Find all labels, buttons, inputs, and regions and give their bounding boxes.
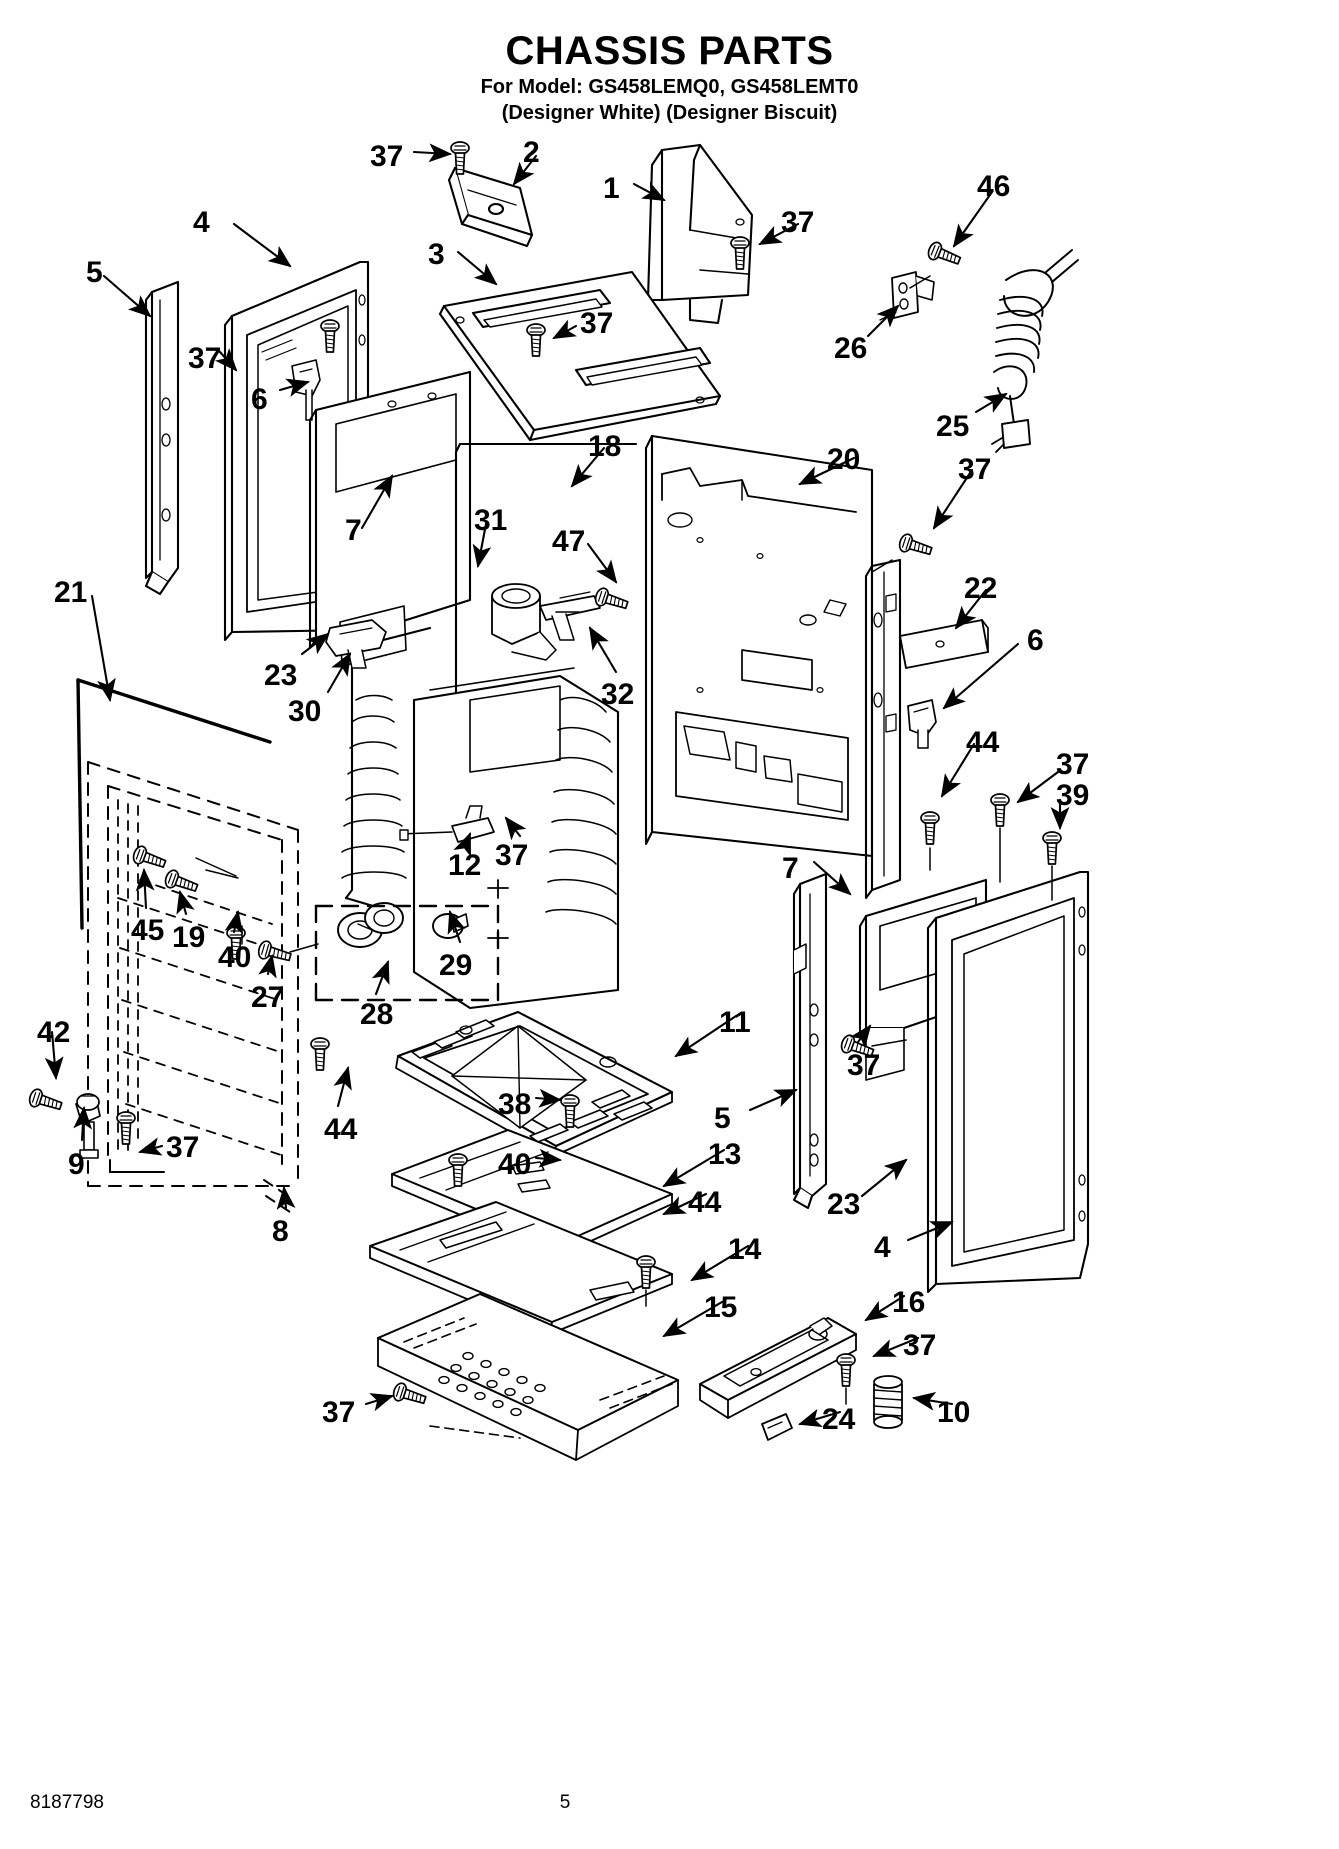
callout-37-6: 37	[1056, 748, 1090, 781]
model-subtitle: For Model: GS458LEMQ0, GS458LEMT0	[480, 76, 859, 98]
callout-29: 29	[439, 949, 473, 982]
callout-37-2: 37	[781, 206, 815, 239]
callout-32: 32	[601, 678, 635, 711]
callout-28: 28	[360, 998, 394, 1031]
callout-20: 20	[827, 443, 861, 476]
callout-12: 12	[448, 849, 482, 882]
callout-5-2: 5	[714, 1102, 731, 1135]
callout-11: 11	[719, 1006, 751, 1039]
callout-15: 15	[704, 1291, 738, 1324]
callout-13: 13	[708, 1138, 742, 1171]
callout-42: 42	[37, 1016, 71, 1049]
callout-7-2: 7	[782, 852, 799, 885]
callout-24: 24	[822, 1403, 856, 1436]
callout-45: 45	[131, 914, 165, 947]
callout-37-4: 37	[188, 342, 222, 375]
callout-7-1: 7	[345, 514, 362, 547]
callout-4-1: 4	[193, 206, 210, 239]
callout-18: 18	[588, 430, 622, 463]
callout-6-2: 6	[1027, 624, 1044, 657]
callout-40-1: 40	[218, 941, 252, 974]
diagram-header: CHASSIS PARTS For Model: GS458LEMQ0, GS4…	[0, 28, 1339, 126]
callout-39: 39	[1056, 779, 1090, 812]
callout-37-3: 37	[580, 307, 614, 340]
callout-37-10: 37	[903, 1329, 937, 1362]
callout-30: 30	[288, 695, 322, 728]
callout-37-1: 37	[370, 140, 404, 173]
callout-4-2: 4	[874, 1231, 891, 1264]
footer-part-code: 8187798	[30, 1792, 104, 1813]
page-title: CHASSIS PARTS	[505, 29, 834, 73]
callout-23-1: 23	[264, 659, 298, 692]
callout-23-2: 23	[827, 1188, 861, 1221]
callout-16: 16	[892, 1286, 926, 1319]
callout-31: 31	[474, 504, 508, 537]
callout-2: 2	[523, 136, 540, 169]
callout-27: 27	[251, 981, 285, 1014]
callout-9: 9	[68, 1148, 85, 1181]
callout-38: 38	[498, 1088, 532, 1121]
callout-37-5: 37	[958, 453, 992, 486]
callout-37-7: 37	[495, 839, 529, 872]
callout-14: 14	[728, 1233, 762, 1266]
callout-19: 19	[172, 921, 206, 954]
color-subtitle: (Designer White) (Designer Biscuit)	[501, 102, 838, 124]
callout-3: 3	[428, 238, 445, 271]
callout-47: 47	[552, 525, 586, 558]
callout-37-11: 37	[322, 1396, 356, 1429]
callout-25: 25	[936, 410, 970, 443]
callout-26: 26	[834, 332, 868, 365]
callout-5-1: 5	[86, 256, 103, 289]
callout-10: 10	[937, 1396, 971, 1429]
callout-1: 1	[603, 172, 620, 205]
callout-44-1: 44	[966, 726, 1000, 759]
callout-40-2: 40	[498, 1148, 532, 1181]
callout-44-3: 44	[688, 1186, 722, 1219]
callout-21: 21	[54, 576, 88, 609]
callout-37-8: 37	[847, 1049, 881, 1082]
callout-44-2: 44	[324, 1113, 358, 1146]
callout-46: 46	[977, 170, 1011, 203]
callout-8: 8	[272, 1215, 289, 1248]
callout-22: 22	[964, 572, 998, 605]
callout-6-1: 6	[251, 383, 268, 416]
callout-37-9: 37	[166, 1131, 200, 1164]
footer-page-number: 5	[559, 1792, 571, 1813]
